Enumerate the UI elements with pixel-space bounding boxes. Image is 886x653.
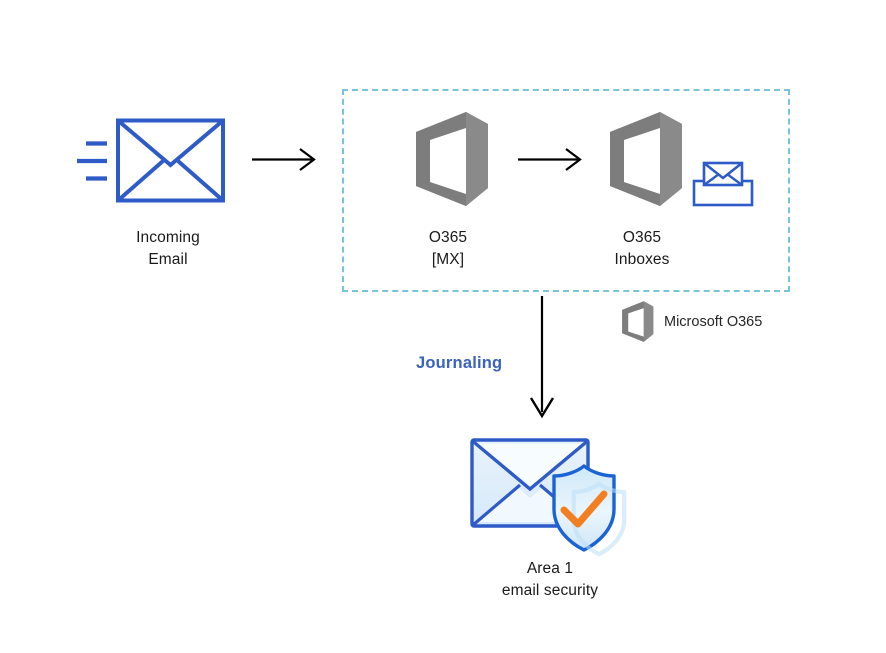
area1-label: Area 1 email security (501, 560, 599, 599)
office365-logo-icon (622, 301, 654, 342)
journaling-label: Journaling (416, 354, 503, 372)
office365-logo-icon (416, 112, 488, 206)
o365-inboxes-node (598, 110, 686, 210)
legend-label: Microsoft O365 (664, 314, 763, 330)
o365-mx-node (404, 110, 492, 210)
o365-boundary-zone (342, 89, 790, 292)
envelope-with-motion-lines-icon (77, 118, 225, 203)
office365-logo-icon (610, 112, 682, 206)
legend: Microsoft O365 (617, 300, 762, 344)
area1-node (468, 432, 636, 557)
envelope-shield-check-icon (470, 438, 627, 557)
incoming-email-node (70, 118, 230, 208)
arrow-mx-to-inboxes (518, 147, 586, 173)
arrow-incoming-to-o365 (252, 147, 320, 173)
o365-mx-label: O365 [MX] (428, 229, 468, 268)
incoming-email-label: Incoming Email (136, 229, 200, 268)
o365-inboxes-label: O365 Inboxes (614, 229, 670, 268)
arrow-journaling-down (528, 296, 558, 422)
inbox-tray-envelope-icon (692, 160, 754, 208)
